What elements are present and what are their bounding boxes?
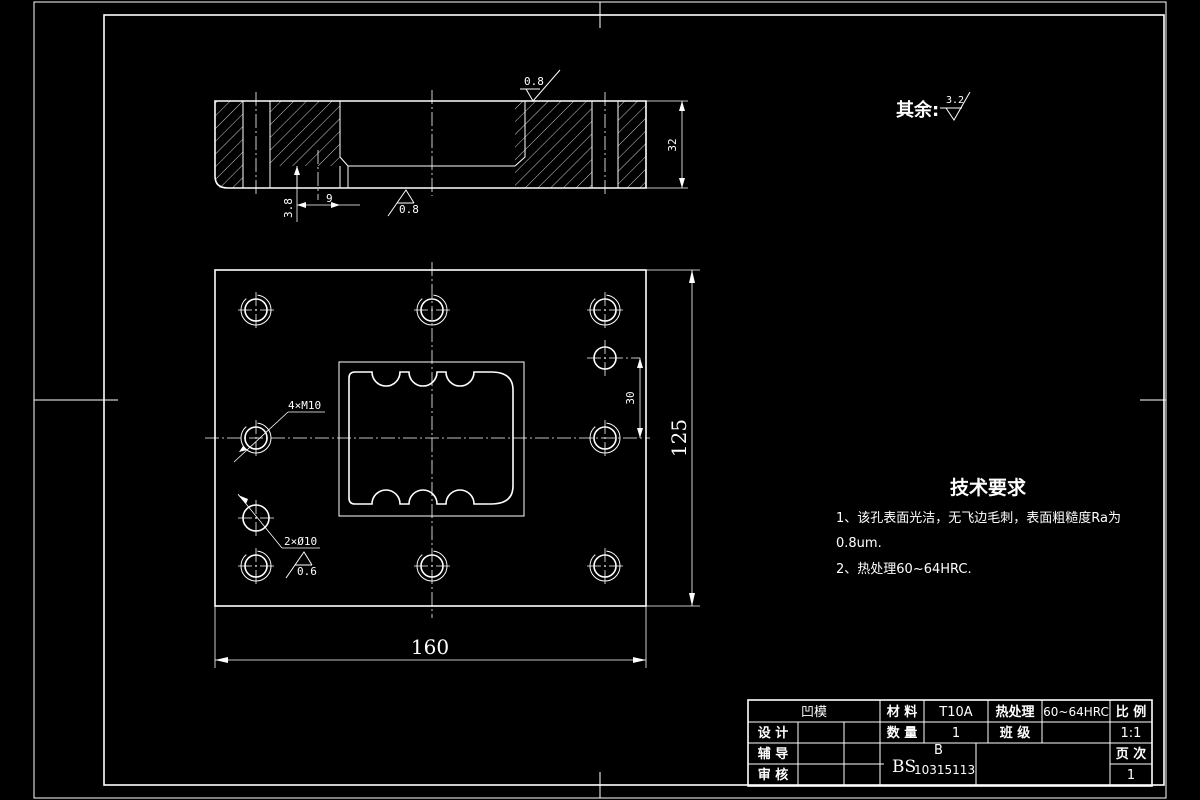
callout-pin-label: 2×Ø10 bbox=[284, 535, 317, 548]
dim-30-label: 30 bbox=[624, 391, 637, 404]
dim-32-label: 32 bbox=[666, 138, 679, 151]
remaining-roughness-label: 其余: bbox=[896, 99, 939, 121]
tech-requirement-2: 2、热处理60~64HRC. bbox=[836, 562, 972, 577]
scale-value: 1:1 bbox=[1121, 726, 1142, 741]
hole-bottom-right bbox=[587, 548, 623, 584]
drawing-no-sup: B bbox=[934, 743, 943, 758]
material-label: 材 料 bbox=[887, 704, 918, 720]
part-name: 凹模 bbox=[801, 705, 827, 720]
quantity-label: 数 量 bbox=[887, 725, 918, 741]
technical-requirements: 技术要求 1、该孔表面光洁，无飞边毛刺，表面粗糙度Ra为 0.8um. 2、热处… bbox=[836, 476, 1121, 577]
tech-requirements-title: 技术要求 bbox=[950, 476, 1027, 499]
hole-bottom-center bbox=[414, 550, 450, 582]
tech-requirement-1-cont: 0.8um. bbox=[836, 536, 882, 551]
tech-requirement-1: 1、该孔表面光洁，无飞边毛刺，表面粗糙度Ra为 bbox=[836, 510, 1121, 526]
dim-125-label: 125 bbox=[667, 419, 691, 457]
remaining-roughness-value: 3.2 bbox=[946, 95, 964, 106]
hole-top-left bbox=[238, 292, 274, 328]
sheet-frame bbox=[33, 1, 1167, 799]
scale-label: 比 例 bbox=[1116, 704, 1147, 720]
callout-pin-roughness: 0.6 bbox=[297, 565, 317, 578]
dim-9-label: 9 bbox=[326, 192, 333, 205]
hole-top-center bbox=[414, 294, 450, 326]
roughness-bottom-label: 0.8 bbox=[399, 203, 419, 216]
heat-treatment-value: 60~64HRC bbox=[1043, 705, 1109, 719]
callout-thread-label: 4×M10 bbox=[288, 399, 321, 412]
drawing-no-prefix: BS bbox=[892, 757, 916, 777]
page-value: 1 bbox=[1127, 768, 1135, 783]
hole-left-middle bbox=[240, 420, 272, 456]
dim-3-8-label: 3.8 bbox=[282, 198, 295, 218]
review-label: 审 核 bbox=[758, 767, 789, 783]
drawing-no-sub: 10315113 bbox=[914, 763, 975, 777]
class-label: 班 级 bbox=[1000, 725, 1032, 741]
design-label: 设 计 bbox=[758, 725, 789, 741]
hole-top-right bbox=[587, 292, 623, 328]
hole-bottom-left bbox=[238, 548, 274, 584]
page-label: 页 次 bbox=[1116, 746, 1147, 762]
remaining-roughness: 其余: 3.2 bbox=[896, 91, 971, 121]
hole-right-middle bbox=[589, 420, 621, 456]
title-block: 凹模 材 料 T10A 热处理 60~64HRC 比 例 设 计 数 量 1 班… bbox=[747, 699, 1153, 787]
quantity-value: 1 bbox=[952, 726, 960, 741]
material-value: T10A bbox=[938, 705, 972, 720]
dim-160-label: 160 bbox=[411, 635, 449, 659]
pin-hole-left bbox=[238, 500, 274, 536]
heat-treatment-label: 热处理 bbox=[995, 704, 1034, 720]
plan-view: 4×M10 2×Ø10 0.6 160 125 30 bbox=[205, 262, 700, 668]
roughness-top-label: 0.8 bbox=[524, 75, 544, 88]
hole-right-upper bbox=[587, 340, 640, 376]
guide-label: 辅 导 bbox=[758, 746, 789, 762]
section-view: 0.8 0.8 32 9 3.8 bbox=[214, 69, 688, 222]
